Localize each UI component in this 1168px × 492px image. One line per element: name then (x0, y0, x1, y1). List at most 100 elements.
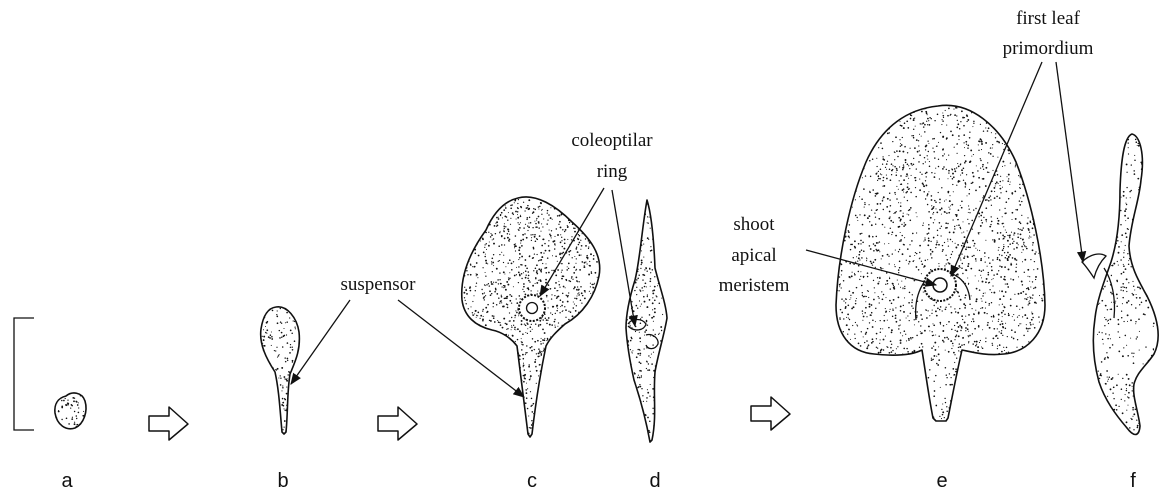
stipple-dot (487, 304, 489, 306)
stipple-dot (958, 347, 959, 348)
stipple-dot (991, 205, 992, 206)
stipple-dot (1131, 418, 1133, 420)
stipple-dot (1013, 234, 1014, 235)
stipple-dot (1124, 400, 1125, 401)
stipple-dot (1132, 281, 1133, 282)
stipple-dot (968, 331, 969, 332)
stipple-dot (536, 264, 538, 266)
stipple-dot (262, 336, 263, 337)
stipple-dot (860, 345, 862, 347)
stipple-dot (640, 290, 642, 292)
stipple-dot (1134, 155, 1135, 156)
stipple-dot (479, 324, 481, 326)
stipple-dot (498, 283, 499, 284)
stipple-dot (591, 271, 592, 272)
stipple-dot (579, 254, 581, 256)
stipple-dot (993, 274, 994, 275)
stipple-dot (517, 214, 518, 215)
stipple-dot (540, 370, 541, 371)
stipple-dot (1116, 294, 1118, 296)
stipple-dot (477, 277, 478, 278)
stipple-dot (877, 347, 878, 348)
stipple-dot (649, 395, 650, 396)
stipple-dot (561, 237, 562, 238)
stipple-dot (899, 121, 900, 122)
stipple-dot (274, 350, 275, 351)
stipple-dot (958, 326, 960, 328)
stipple-dot (927, 141, 928, 142)
stipple-dot (904, 196, 905, 197)
stipple-dot (871, 224, 873, 226)
stipple-dot (500, 231, 501, 232)
stipple-dot (872, 189, 874, 191)
stipple-dot (537, 394, 538, 395)
stipple-dot (496, 217, 498, 219)
stipple-dot (1002, 235, 1004, 237)
stipple-dot (539, 260, 540, 261)
stipple-dot (938, 159, 939, 160)
stipple-dot (1107, 377, 1108, 378)
stipple-dot (263, 339, 265, 341)
stipple-dot (496, 293, 498, 295)
stipple-dot (911, 302, 912, 303)
stipple-dot (571, 239, 572, 240)
stipple-dot (956, 214, 958, 216)
stipple-dot (907, 214, 908, 215)
stipple-dot (518, 259, 519, 260)
stipple-dot (265, 332, 267, 334)
stipple-dot (536, 353, 537, 354)
stipple-dot (1015, 160, 1016, 161)
stipple-dot (952, 368, 954, 370)
stipple-dot (997, 346, 998, 347)
stipple-dot (1127, 228, 1129, 230)
stipple-dot (914, 319, 915, 320)
stipple-dot (985, 127, 986, 128)
stipple-dot (484, 247, 485, 248)
stipple-dot (1006, 176, 1007, 177)
stipple-dot (883, 294, 885, 296)
stipple-dot (1000, 332, 1002, 334)
stipple-dot (954, 308, 955, 309)
stipple-dot (493, 306, 494, 307)
stipple-dot (1038, 316, 1039, 317)
stipple-dot (929, 124, 931, 126)
stipple-dot (891, 174, 892, 175)
stipple-dot (873, 250, 875, 252)
stipple-dot (492, 315, 494, 317)
stipple-dot (1099, 378, 1100, 379)
stipple-dot (564, 239, 566, 241)
stipple-dot (499, 279, 500, 280)
stipple-dot (652, 297, 653, 298)
stipple-dot (1126, 197, 1127, 198)
stipple-dot (574, 317, 575, 318)
stipple-dot (590, 283, 591, 284)
stipple-dot (529, 364, 530, 365)
stipple-dot (968, 341, 969, 342)
stipple-dot (957, 219, 958, 220)
stipple-dot (562, 293, 563, 294)
stipple-dot (897, 156, 899, 158)
stipple-dot (890, 228, 891, 229)
stipple-dot (640, 362, 642, 364)
stipple-dot (561, 240, 562, 241)
stipple-dot (970, 161, 972, 163)
stipple-dot (1141, 168, 1143, 170)
stipple-dot (518, 282, 519, 283)
stipple-dot (906, 191, 908, 193)
stipple-dot (540, 252, 542, 254)
stipple-dot (1137, 427, 1139, 429)
stipple-dot (890, 288, 891, 289)
stipple-dot (518, 354, 520, 356)
stipple-dot (499, 302, 500, 303)
stipple-dot (496, 268, 498, 270)
stipple-dot (932, 335, 933, 336)
stipple-dot (1017, 316, 1018, 317)
stipple-dot (867, 328, 868, 329)
stipple-dot (893, 213, 894, 214)
stipple-dot (265, 326, 266, 327)
stipple-dot (1145, 346, 1146, 347)
stipple-dot (530, 234, 531, 235)
stipple-dot (525, 277, 527, 279)
stipple-dot (848, 318, 849, 319)
stipple-dot (891, 163, 893, 165)
